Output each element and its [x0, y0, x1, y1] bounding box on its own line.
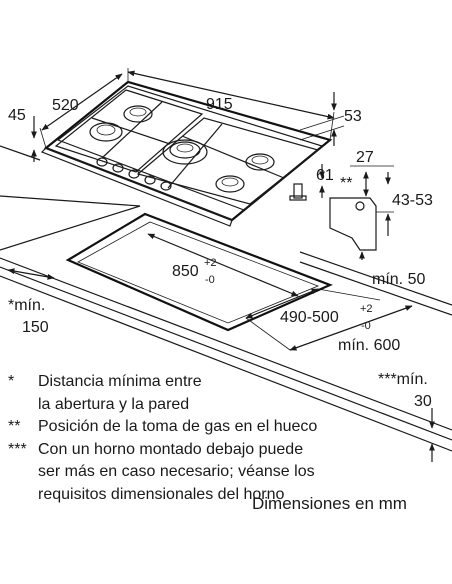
hob-grate — [54, 85, 324, 211]
gas-connection — [289, 183, 307, 201]
cutout-depth-tol-plus: +2 — [360, 303, 373, 315]
dim-43-53: 43-53 — [392, 192, 433, 209]
note-3-line-2: ser más en caso necesario; véanse los — [38, 463, 315, 480]
countertop — [0, 145, 452, 452]
units-label: Dimensiones en mm — [252, 494, 407, 513]
note-3: *** Con un horno montado debajo puede se… — [8, 439, 448, 507]
hob-dimension-lines — [31, 68, 345, 198]
dim-53: 53 — [344, 108, 362, 125]
control-knobs — [96, 157, 172, 191]
gas-hob — [40, 80, 333, 227]
note-1-mark: * — [8, 373, 15, 390]
gas-connection-marker: ** — [340, 175, 352, 192]
burner-front-left — [89, 122, 123, 142]
burner-front-right — [215, 175, 245, 193]
note-1-line-2: la abertura y la pared — [38, 395, 190, 413]
dim-45: 45 — [8, 107, 26, 124]
dim-520: 520 — [52, 97, 79, 114]
min-600-label: mín. 600 — [338, 337, 400, 354]
note-3-mark: *** — [8, 440, 27, 458]
note-1-line-1: Distancia mínima entre — [38, 373, 202, 390]
cutout-opening — [65, 212, 413, 351]
wall-min-value: 150 — [22, 319, 49, 336]
cutout-width-tol-plus: +2 — [204, 257, 217, 269]
note-2-mark: ** — [8, 418, 21, 435]
note-2-line-1: Posición de la toma de gas en el hueco — [38, 418, 318, 435]
oven-min-label: ***mín. — [378, 371, 428, 388]
burner-back-right — [245, 153, 275, 171]
dim-27: 27 — [356, 149, 374, 166]
gas-connection-detail — [329, 165, 394, 260]
min-50-label: mín. 50 — [372, 271, 425, 288]
dim-915: 915 — [206, 96, 233, 113]
footnotes: * Distancia mínima entre la abertura y l… — [8, 371, 448, 506]
note-3-line-3: requisitos dimensionales del horno — [38, 485, 285, 503]
wall-distance-lines — [7, 268, 55, 280]
cutout-depth-value: 490-500 — [280, 309, 339, 326]
cutout-width-tol-minus: -0 — [205, 274, 215, 286]
dim-61: 61 — [316, 167, 334, 184]
note-1: * Distancia mínima entre la abertura y l… — [8, 371, 448, 416]
cutout-depth-tol-minus: -0 — [361, 320, 371, 332]
burner-back-left — [123, 105, 153, 123]
wall-min-label: *mín. — [8, 297, 45, 314]
burner-wok-center — [162, 139, 208, 165]
note-2: ** Posición de la toma de gas en el huec… — [8, 416, 448, 439]
cutout-width-value: 850 — [172, 263, 199, 280]
note-3-line-1: Con un horno montado debajo puede — [38, 440, 304, 458]
oven-min-value: 30 — [414, 393, 432, 410]
